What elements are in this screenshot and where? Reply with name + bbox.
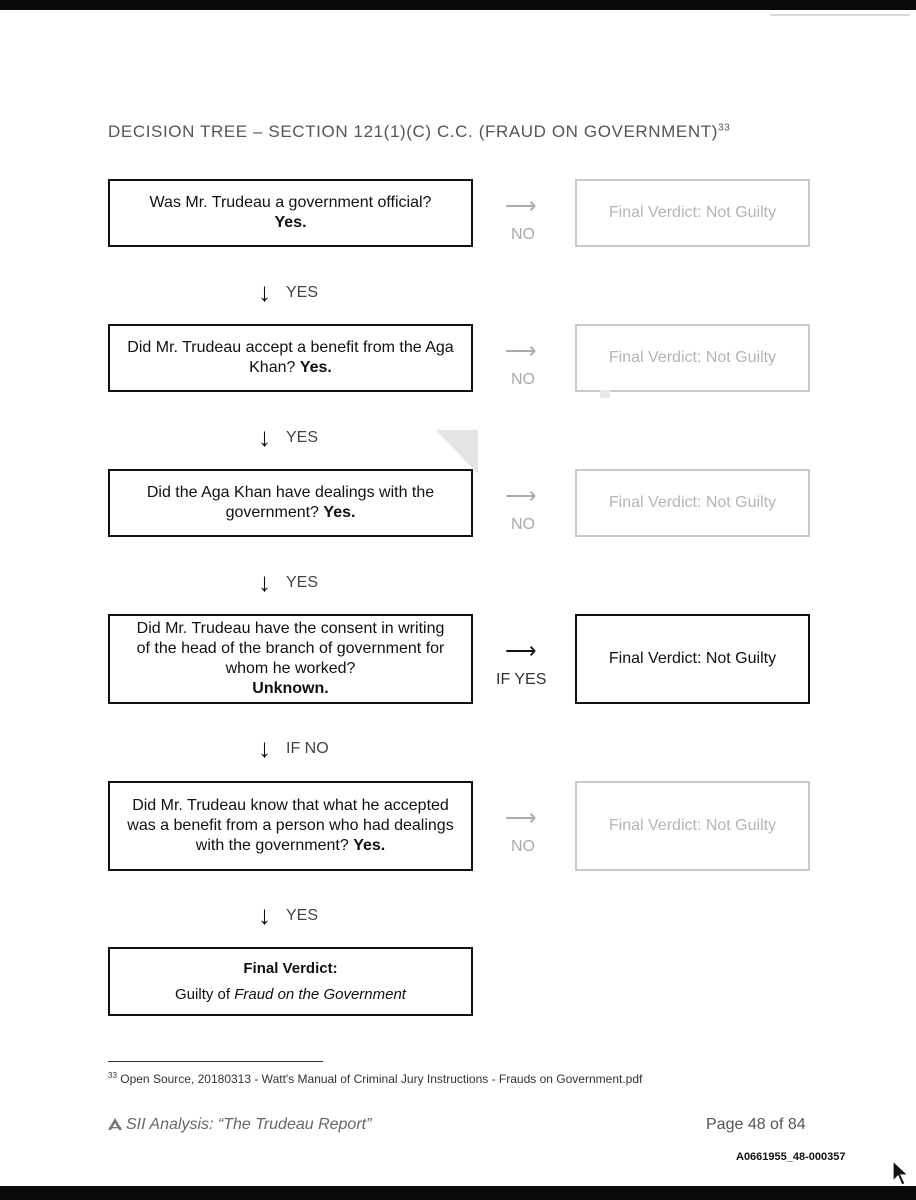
right-arrow-icon: ⟶ xyxy=(505,193,537,218)
right-arrow-icon: ⟶ xyxy=(505,638,537,663)
question-box-5: Did Mr. Trudeau know that what he accept… xyxy=(108,781,473,871)
question-box-2: Did Mr. Trudeau accept a benefit from th… xyxy=(108,324,473,392)
title-footnote-ref: 33 xyxy=(717,122,731,134)
verdict-box-4: Final Verdict: Not Guilty xyxy=(575,614,810,704)
verdict-text: Final Verdict: Not Guilty xyxy=(608,817,777,834)
final-verdict-text: Guilty of Fraud on the Government xyxy=(175,985,406,1003)
page-number: Page 48 of 84 xyxy=(706,1116,806,1133)
final-verdict-title: Final Verdict: xyxy=(243,959,338,977)
verdict-box-5: Final Verdict: Not Guilty xyxy=(575,781,810,871)
down-arrow-icon: ↓ xyxy=(258,900,271,930)
footnote: 33 Open Source, 20180313 - Watt's Manual… xyxy=(108,1071,642,1086)
footnote-text: Open Source, 20180313 - Watt's Manual of… xyxy=(120,1072,643,1086)
verdict-text: Final Verdict: Not Guilty xyxy=(608,349,777,366)
scan-artifact xyxy=(436,430,478,474)
footnote-ref: 33 xyxy=(108,1071,117,1080)
footnote-divider xyxy=(108,1061,323,1062)
answer-text: Yes. xyxy=(353,837,386,854)
answer-text: Unknown. xyxy=(252,680,329,697)
top-scan-border xyxy=(0,0,916,10)
page-title: DECISION TREE – SECTION 121(1)(C) C.C. (… xyxy=(108,122,731,141)
verdict-box-2: Final Verdict: Not Guilty xyxy=(575,324,810,392)
mouse-pointer-icon xyxy=(892,1160,910,1186)
down-branch-label: YES xyxy=(286,574,319,591)
side-branch-label: IF YES xyxy=(496,671,547,688)
verdict-text: Final Verdict: Not Guilty xyxy=(608,650,777,667)
down-branch-label: YES xyxy=(286,429,319,446)
side-branch-label: NO xyxy=(511,838,535,855)
down-branch-label: YES xyxy=(286,284,319,301)
verdict-box-1: Final Verdict: Not Guilty xyxy=(575,179,810,247)
side-branch-label: NO xyxy=(511,371,535,388)
verdict-text: Final Verdict: Not Guilty xyxy=(608,494,777,511)
scan-artifact xyxy=(600,390,610,398)
verdict-text: Final Verdict: Not Guilty xyxy=(608,204,777,221)
footer-report-name: SII Analysis: “The Trudeau Report” xyxy=(108,1116,371,1134)
question-box-3: Did the Aga Khan have dealings with the … xyxy=(108,469,473,537)
bottom-scan-border xyxy=(0,1186,916,1200)
right-arrow-icon: ⟶ xyxy=(505,805,537,830)
scan-artifact xyxy=(770,14,910,16)
right-arrow-icon: ⟶ xyxy=(505,483,537,508)
down-arrow-icon: ↓ xyxy=(258,733,271,763)
side-branch-label: NO xyxy=(511,226,535,243)
sii-logo-icon xyxy=(108,1118,122,1130)
answer-text: Yes. xyxy=(274,214,307,231)
right-arrow-icon: ⟶ xyxy=(505,338,537,363)
side-branch-label: NO xyxy=(511,516,535,533)
question-box-4: Did Mr. Trudeau have the consent in writ… xyxy=(108,614,473,704)
document-id: A0661955_48-000357 xyxy=(736,1151,846,1163)
question-text: Did the Aga Khan have dealings with the … xyxy=(146,484,435,521)
answer-text: Yes. xyxy=(299,359,332,376)
question-text: Did Mr. Trudeau have the consent in writ… xyxy=(136,620,445,677)
down-arrow-icon: ↓ xyxy=(258,277,271,307)
down-arrow-icon: ↓ xyxy=(258,422,271,452)
down-branch-label: YES xyxy=(286,907,319,924)
down-arrow-icon: ↓ xyxy=(258,567,271,597)
down-branch-label: IF NO xyxy=(286,740,329,757)
verdict-box-3: Final Verdict: Not Guilty xyxy=(575,469,810,537)
question-text: Did Mr. Trudeau know that what he accept… xyxy=(127,797,454,854)
question-box-1: Was Mr. Trudeau a government official? Y… xyxy=(108,179,473,247)
question-text: Was Mr. Trudeau a government official? xyxy=(149,194,432,211)
question-text: Did Mr. Trudeau accept a benefit from th… xyxy=(127,339,454,376)
final-verdict-box: Final Verdict: Guilty of Fraud on the Go… xyxy=(108,947,473,1016)
answer-text: Yes. xyxy=(323,504,356,521)
